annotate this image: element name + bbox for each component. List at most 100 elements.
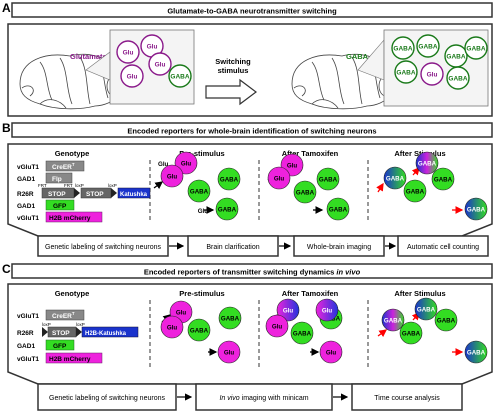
b-stim-cell-label: GABA: [406, 188, 425, 195]
c-stim-cell-label: GABA: [402, 330, 421, 337]
b-header-pre: Pre-stimulus: [179, 149, 224, 158]
b-h2b-box: [45, 211, 103, 223]
b-pre-cell: GABA: [215, 197, 239, 221]
gaba-panel-cell-label: GABA: [418, 44, 437, 51]
b-flow-text-3: Whole-brain imaging: [307, 244, 371, 251]
c-pre-cell-label: Glu: [167, 324, 178, 331]
b-katushka-box: [117, 187, 151, 199]
b-pre-cell-label: GABA: [220, 176, 239, 183]
c-flow-text-3: Time course analysis: [374, 395, 440, 402]
c-flow-text-2: In vivo imaging with minicam: [219, 395, 308, 402]
gaba-panel-cell-label: GABA: [396, 70, 415, 77]
c-stim-cell-label: GABA: [437, 317, 456, 324]
b-tam-cell: GABA: [326, 197, 350, 221]
c-tam-cell-label: Glu: [283, 307, 294, 314]
c-vglut1-label-2: vGluT1: [17, 356, 39, 363]
b-pre-cell-label: GABA: [190, 188, 209, 195]
c-stim-cell-label: GABA: [384, 317, 403, 324]
panel-a-title: Glutamate-to-GABA neurotransmitter switc…: [167, 7, 337, 16]
b-frt-1: FRT: [38, 183, 47, 188]
c-loxp-1: loxP: [42, 322, 51, 327]
c-creer-text: CreERT: [52, 311, 75, 320]
b-flow-text-4: Automatic cell counting: [407, 244, 479, 251]
b-stim-cell: GABA: [415, 151, 439, 175]
b-header-genotype: Genotype: [55, 149, 90, 158]
gaba-panel-cell: Glu: [420, 62, 444, 86]
b-loxp-2: loxP: [108, 183, 117, 188]
c-pre-cell-label: Glu: [224, 349, 235, 356]
b-stim-cell-label: GABA: [386, 175, 405, 182]
b-tam-cell-label: Glu: [274, 175, 285, 182]
b-vglut1-label: vGluT1: [17, 164, 39, 171]
c-stim-cell: GABA: [399, 321, 423, 345]
b-header-stimulus: After Stimulus: [394, 149, 445, 158]
c-gfp-box: [45, 339, 75, 351]
gaba-panel-cell-label: GABA: [448, 76, 467, 83]
b-flow: Genetic labeling of switching neurons Br…: [37, 235, 489, 257]
c-flow-box-2: [195, 383, 333, 411]
c-vglut1-label: vGluT1: [17, 313, 39, 320]
b-pre-cell-label: GABA: [218, 206, 237, 213]
c-header-tamoxifen: After Tamoxifen: [282, 289, 339, 298]
b-flow-text-2: Brain clarification: [206, 244, 259, 251]
b-r26r-label: R26R: [17, 191, 34, 198]
c-tam-cell: GABA: [290, 321, 314, 345]
c-creer-box: [45, 309, 85, 321]
glutamate-panel-cell: GABA: [168, 64, 192, 88]
b-pre-arrow-2: [153, 181, 164, 190]
c-stim-cell: GABA: [464, 340, 488, 364]
gaba-panel-cell-label: Glu: [427, 72, 438, 79]
c-h2bkat-box: [81, 326, 139, 338]
glutamate-panel-cell-label: Glu: [155, 62, 166, 69]
c-gfp-text: GFP: [53, 343, 67, 350]
glutamate-panel-cell-label: Glu: [123, 50, 134, 57]
b-stop1-text: STOP: [48, 191, 66, 198]
c-pre-cell: GABA: [218, 306, 242, 330]
gaba-panel-cell: GABA: [444, 44, 468, 68]
glutamate-panel-cell: Glu: [120, 64, 144, 88]
b-tam-cell: GABA: [316, 167, 340, 191]
c-pre-cell: Glu: [217, 340, 241, 364]
c-flow-box-3: [351, 383, 463, 411]
c-pre-cell-label: Glu: [176, 309, 187, 316]
b-pre-cell: Glu: [160, 164, 184, 188]
c-flow-box-1: [37, 383, 177, 411]
c-stim-red-arrow-1: [377, 329, 388, 338]
panel-c: C Encoded reporters of transmitter switc…: [2, 262, 493, 411]
b-gfp-text: GFP: [53, 203, 67, 210]
b-tam-cell: Glu: [267, 166, 291, 190]
b-tam-cell-label: GABA: [329, 206, 348, 213]
glutamate-panel-cell-label: Glu: [147, 44, 158, 51]
b-stim-cell-label: GABA: [418, 160, 437, 167]
glutamate-panel-cell-label: GABA: [170, 74, 189, 81]
gaba-panel-cell-label: GABA: [393, 46, 412, 53]
c-flow: Genetic labeling of switching neurons In…: [37, 383, 463, 411]
b-header-tamoxifen: After Tamoxifen: [282, 149, 339, 158]
c-tam-cell-label: Glu: [272, 323, 283, 330]
c-cell-diagrams: GluGluGABAGABAGluGluGluGABAGABAGluGluGAB…: [160, 297, 488, 364]
b-flow-box-4: [397, 235, 489, 257]
c-tam-cell: Glu: [265, 314, 289, 338]
panel-a-letter: A: [2, 1, 11, 15]
glutamate-label: Glutamate: [70, 52, 107, 61]
c-h2bkat-text: H2B-Katushka: [85, 331, 127, 337]
b-stop2-text: STOP: [86, 191, 104, 198]
b-creer-text: CreERT: [52, 162, 75, 171]
c-stim-cell: GABA: [434, 308, 458, 332]
b-frt-2: FRT: [64, 183, 73, 188]
b-flow-box-3: [293, 235, 385, 257]
switching-label-2: stimulus: [218, 66, 249, 75]
gaba-label: GABA: [346, 52, 369, 61]
b-tam-cell-label: GABA: [319, 176, 338, 183]
c-stim-cell-label: GABA: [417, 306, 436, 313]
b-pre-cell-label: Glu: [181, 160, 192, 167]
c-h2b-text: H2B mCherry: [49, 356, 91, 363]
c-pre-cell-label: GABA: [221, 315, 240, 322]
b-pre-bare-label: Glu: [198, 208, 209, 215]
c-r26r-label: R26R: [17, 330, 34, 337]
c-stim-cell: GABA: [381, 308, 405, 332]
panel-b: B Encoded reporters for whole-brain iden…: [2, 121, 493, 257]
